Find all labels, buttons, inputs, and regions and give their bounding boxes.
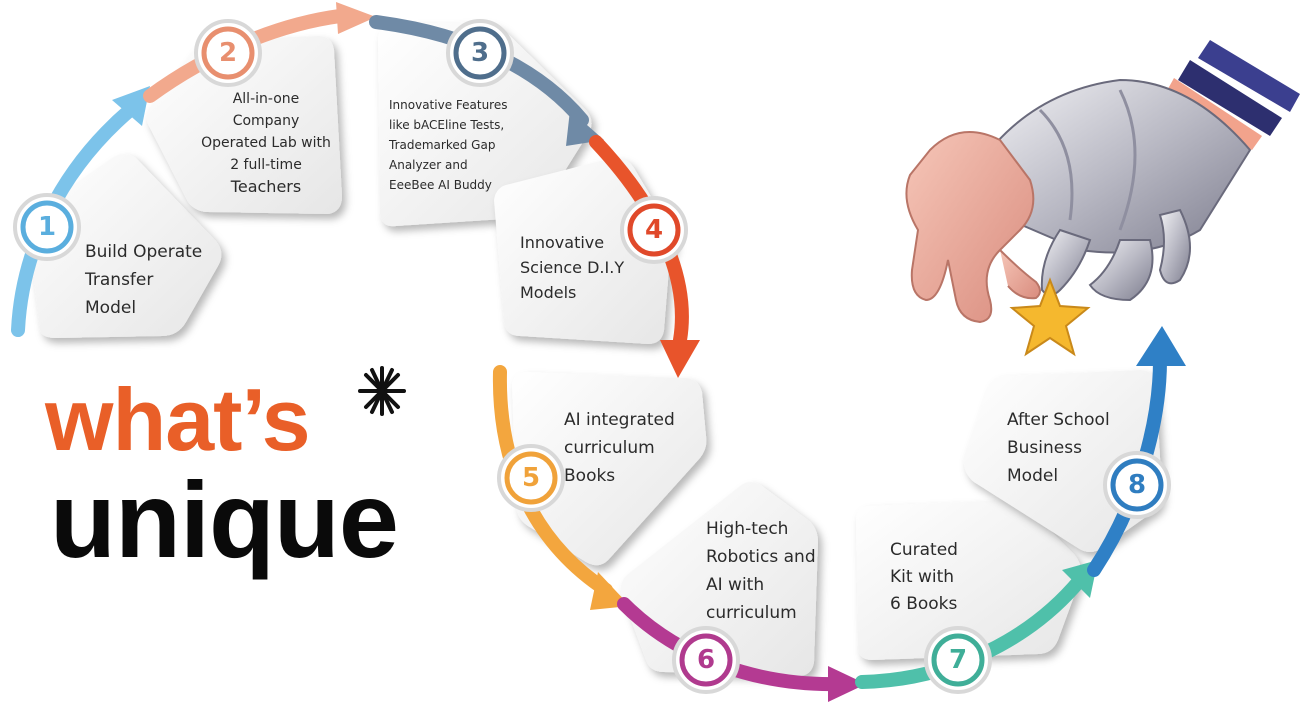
step-2-line: Company	[232, 113, 300, 129]
spiral-arrows	[11, 2, 1186, 702]
step-circle-3	[446, 19, 514, 87]
step-circle-8	[1103, 451, 1171, 519]
step-3-line: Analyzer and	[389, 158, 468, 172]
step-circles	[13, 19, 1171, 694]
card-5	[512, 372, 707, 566]
step-3-line: Innovative Features	[389, 98, 508, 112]
step-number-2: 2	[218, 38, 238, 68]
step-4-line: Science D.I.Y	[520, 258, 625, 277]
asterisk-icon	[358, 366, 406, 416]
step-circle-1	[13, 193, 81, 261]
step-text-5: AI integrated curriculum Books	[564, 406, 694, 490]
title-line-2: unique	[50, 459, 399, 580]
card-7	[856, 500, 1082, 660]
step-circle-6	[672, 626, 740, 694]
step-3-line: EeeBee AI Buddy	[389, 178, 492, 192]
card-1	[27, 154, 222, 338]
card-6	[620, 482, 818, 676]
step-2-line: Operated Lab with	[201, 135, 331, 151]
step-6-line: Robotics and	[706, 547, 816, 567]
star-icon	[1009, 277, 1091, 357]
step-5-line: curriculum	[564, 438, 655, 458]
step-6-line: AI with	[706, 575, 765, 595]
step-text-4: Innovative Science D.I.Y Models	[520, 230, 650, 305]
step-7-line: Curated	[890, 540, 958, 560]
step-4-line: Innovative	[520, 233, 605, 252]
step-1-line: Build Operate	[85, 242, 203, 262]
step-4-line: Models	[520, 283, 577, 302]
step-8-line: After School	[1007, 410, 1110, 430]
step-2-line: All-in-one	[232, 91, 300, 107]
step-1-line: Transfer	[85, 270, 154, 290]
step-8-line: Model	[1007, 466, 1059, 486]
step-8-line: Business	[1007, 438, 1082, 458]
step-2-line: Teachers	[230, 177, 302, 196]
arrow-head-8	[1136, 326, 1186, 366]
arrow-head-6	[828, 666, 866, 702]
step-circle-2	[194, 19, 262, 87]
step-circle-4	[620, 196, 688, 264]
step-3-line: Trademarked Gap	[389, 138, 496, 152]
step-number-6: 6	[696, 645, 716, 675]
step-text-8: After School Business Model	[1007, 406, 1137, 490]
step-text-6: High-tech Robotics and AI with curriculu…	[706, 515, 836, 627]
arrow-head-4	[660, 340, 700, 378]
step-3-line: like bACEline Tests,	[389, 118, 505, 132]
step-5-line: AI integrated	[564, 410, 675, 430]
robot-human-hand-icon	[905, 40, 1300, 324]
step-7-line: Kit with	[890, 567, 955, 587]
step-circle-7	[924, 626, 992, 694]
step-number-1: 1	[37, 212, 57, 242]
card-2	[146, 36, 342, 214]
step-circle-5	[497, 444, 565, 512]
step-6-line: curriculum	[706, 603, 797, 623]
step-6-line: High-tech	[706, 519, 789, 539]
step-number-3: 3	[470, 38, 490, 68]
step-text-1: Build Operate Transfer Model	[85, 238, 215, 322]
step-number-5: 5	[521, 463, 541, 493]
step-5-line: Books	[564, 466, 616, 486]
arrow-head-2	[336, 2, 376, 34]
step-text-2: All-in-one Company Operated Lab with 2 f…	[188, 88, 344, 198]
step-2-line: 2 full-time	[230, 157, 302, 173]
title-line-1: what’s	[45, 370, 311, 469]
step-text-7: Curated Kit with 6 Books	[890, 537, 1020, 618]
step-number-7: 7	[948, 645, 968, 675]
step-1-line: Model	[85, 298, 137, 318]
step-number-4: 4	[644, 215, 664, 245]
step-text-3: Innovative Features like bACEline Tests,…	[389, 95, 529, 195]
step-number-8: 8	[1127, 470, 1147, 500]
step-7-line: 6 Books	[890, 594, 958, 614]
card-4	[494, 157, 675, 344]
arrow-head-1	[112, 86, 150, 126]
